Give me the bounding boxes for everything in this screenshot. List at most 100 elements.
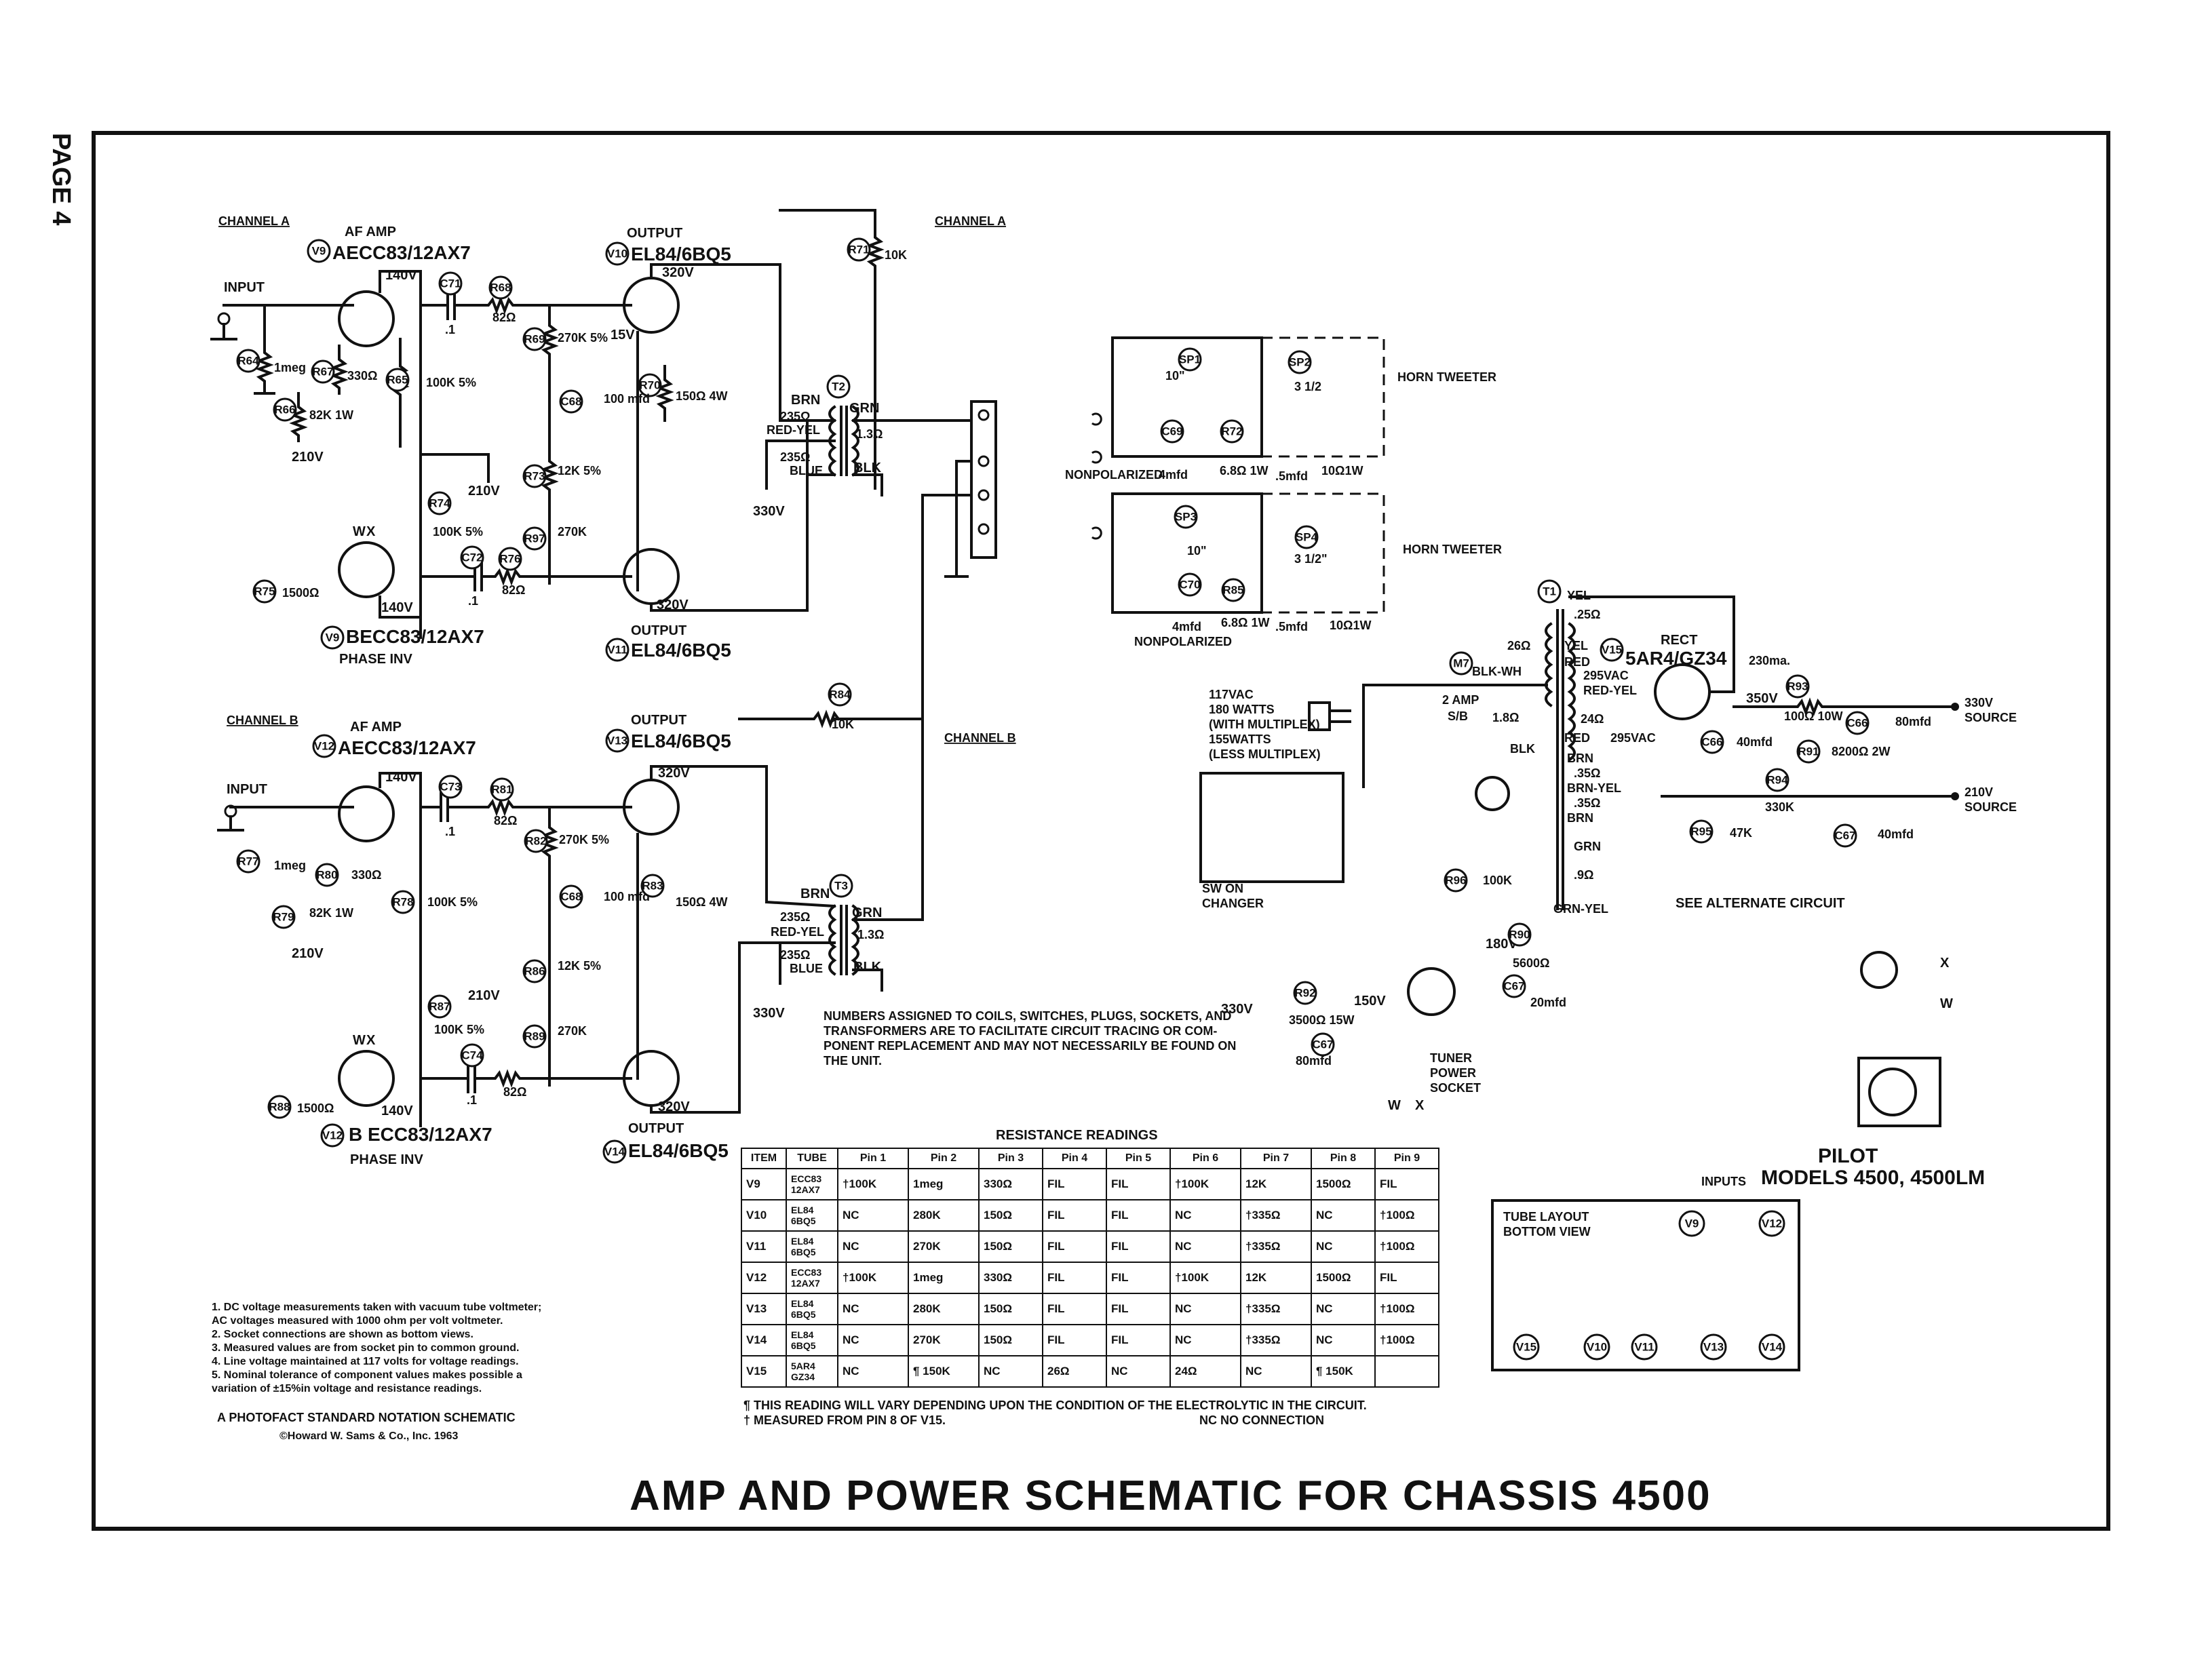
channel-b-label: CHANNEL B [227, 714, 298, 727]
r76-ref: R76 [498, 547, 522, 571]
table-cell-pin: NC [837, 1293, 909, 1325]
table-cell-pin: †100K [1169, 1168, 1241, 1200]
svg-text:RED-YEL: RED-YEL [771, 925, 824, 939]
svg-text:R85: R85 [1222, 584, 1243, 597]
svg-text:1500Ω: 1500Ω [297, 1101, 334, 1115]
svg-text:12K 5%: 12K 5% [558, 464, 601, 477]
v12-type: AECC83/12AX7 [338, 737, 476, 758]
svg-text:210V: 210V [292, 450, 324, 465]
svg-text:330Ω: 330Ω [347, 369, 377, 383]
c72-ref: C72 [460, 545, 484, 570]
svg-text:80mfd: 80mfd [1895, 715, 1931, 728]
r65-ref: R65 [385, 368, 410, 392]
r64-ref: R64 [236, 349, 260, 373]
svg-text:47K: 47K [1730, 826, 1752, 840]
table-cell-pin: FIL [1042, 1262, 1107, 1294]
svg-text:W: W [1940, 996, 1953, 1011]
svg-text:295VAC: 295VAC [1610, 731, 1656, 745]
table-cell-pin: NC [1311, 1199, 1376, 1232]
svg-text:150Ω 4W: 150Ω 4W [676, 895, 727, 909]
speaker-section: SP1 10" SP2 3 1/2 HORN TWEETER C69 4mfd … [1065, 336, 1502, 648]
v10-ref: V10 [605, 241, 630, 266]
resistance-title: RESISTANCE READINGS [996, 1128, 1158, 1143]
svg-text:R84: R84 [829, 688, 851, 701]
v12-role: AF AMP [350, 720, 402, 735]
svg-text:GRN: GRN [852, 905, 882, 920]
v12b-type: B ECC83/12AX7 [349, 1124, 492, 1145]
svg-text:82K 1W: 82K 1W [309, 408, 353, 422]
svg-text:270K 5%: 270K 5% [559, 833, 609, 846]
table-cell-pin: NC [1169, 1230, 1241, 1263]
svg-text:1meg: 1meg [274, 859, 306, 872]
svg-text:330Ω: 330Ω [351, 868, 381, 882]
svg-text:24Ω: 24Ω [1581, 712, 1604, 726]
svg-text:SP1: SP1 [1179, 353, 1201, 366]
v13-type: EL84/6BQ5 [631, 730, 731, 751]
svg-text:R64: R64 [237, 355, 259, 368]
svg-text:R75: R75 [254, 585, 275, 598]
table-cell-pin: †335Ω [1240, 1293, 1312, 1325]
svg-text:3. Measured values are from: 3. Measured values are from socket pin t… [212, 1342, 519, 1354]
table-cell-tube: EL84 6BQ5 [786, 1199, 838, 1232]
svg-text:R90: R90 [1509, 929, 1530, 941]
svg-text:6.8Ω 1W: 6.8Ω 1W [1221, 616, 1269, 629]
svg-text:T3: T3 [834, 880, 848, 893]
svg-text:15V: 15V [611, 328, 635, 343]
table-cell-pin: 280K [908, 1199, 980, 1232]
svg-text:1500Ω: 1500Ω [282, 586, 319, 600]
footnote-2: † MEASURED FROM PIN 8 OF V15. [743, 1413, 946, 1427]
svg-text:.35Ω: .35Ω [1574, 766, 1600, 780]
svg-text:SP4: SP4 [1296, 531, 1318, 544]
svg-text:40mfd: 40mfd [1878, 827, 1914, 841]
svg-text:117VAC: 117VAC [1209, 688, 1254, 701]
svg-text:R74: R74 [429, 497, 450, 510]
svg-text:NUMBERS ASSIGNED TO COILS, SWI: NUMBERS ASSIGNED TO COILS, SWITCHES, PLU… [824, 1009, 1231, 1023]
table-cell-pin: 150Ω [978, 1230, 1043, 1263]
table-cell-item: V10 [741, 1199, 787, 1232]
svg-text:C74: C74 [461, 1049, 483, 1062]
horn-tweeter-b: HORN TWEETER [1403, 543, 1502, 556]
svg-text:POWER: POWER [1430, 1066, 1476, 1080]
table-cell-pin: 12K [1240, 1168, 1312, 1200]
svg-text:BOTTOM VIEW: BOTTOM VIEW [1503, 1225, 1591, 1238]
v15-ref: V15 [1600, 638, 1624, 662]
svg-text:330V: 330V [1221, 1002, 1253, 1017]
r94-ref: R94 [1765, 768, 1789, 792]
svg-text:T1: T1 [1543, 585, 1556, 598]
nonpolarized-b: NONPOLARIZED [1134, 635, 1232, 648]
r95-ref: R95 [1689, 819, 1714, 844]
table-cell-pin: NC [1106, 1355, 1171, 1388]
table-cell-pin: FIL [1042, 1293, 1107, 1325]
svg-text:.35Ω: .35Ω [1574, 796, 1600, 810]
table-cell-pin: †100Ω [1374, 1199, 1439, 1232]
table-cell-tube: 5AR4 GZ34 [786, 1355, 838, 1388]
table-cell-pin: 280K [908, 1293, 980, 1325]
svg-text:R76: R76 [499, 553, 520, 566]
r86-ref: R86 [522, 959, 547, 983]
svg-text:W: W [353, 524, 366, 539]
svg-text:330K: 330K [1765, 800, 1794, 814]
r73-ref: R73 [522, 464, 547, 488]
v10-type: EL84/6BQ5 [631, 243, 731, 265]
svg-text:M7: M7 [1453, 657, 1469, 670]
svg-text:CHANGER: CHANGER [1202, 897, 1264, 910]
svg-text:V12: V12 [1762, 1217, 1782, 1230]
svg-text:V11: V11 [1634, 1341, 1654, 1354]
svg-text:3500Ω 15W: 3500Ω 15W [1289, 1013, 1355, 1027]
c74-ref: C74 [460, 1043, 484, 1068]
c70-ref: C70 [1178, 572, 1202, 597]
svg-text:V12: V12 [314, 740, 334, 753]
svg-text:.5mfd: .5mfd [1275, 469, 1308, 483]
table-cell-pin: 150Ω [978, 1293, 1043, 1325]
inputs-label: INPUTS [1701, 1175, 1746, 1188]
svg-text:210V: 210V [292, 946, 324, 961]
svg-text:V9: V9 [312, 245, 326, 258]
svg-text:BLK-WH: BLK-WH [1472, 665, 1522, 678]
svg-text:82Ω: 82Ω [492, 311, 516, 324]
svg-text:R66: R66 [274, 404, 295, 416]
r66-ref: R66 [273, 397, 297, 422]
models-label: MODELS 4500, 4500LM [1761, 1167, 1985, 1189]
svg-text:R94: R94 [1766, 774, 1788, 787]
